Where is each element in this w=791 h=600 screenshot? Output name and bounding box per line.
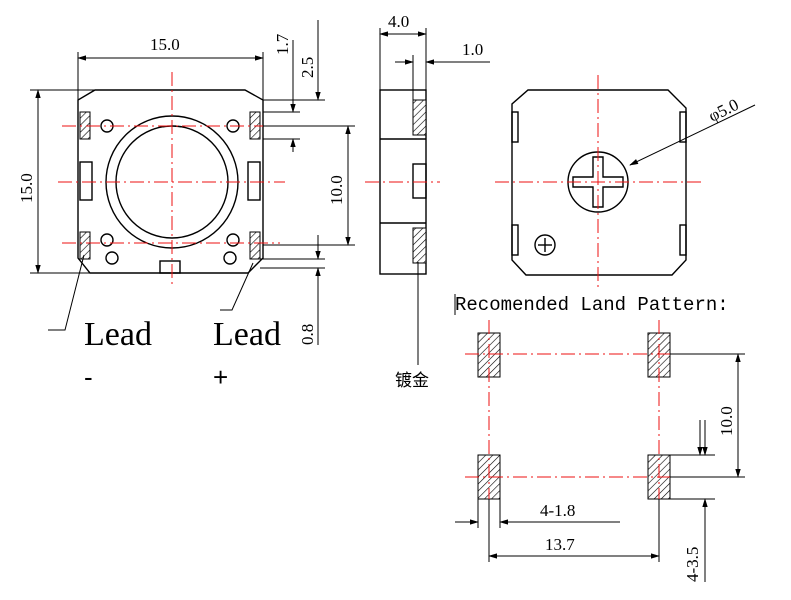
- side-lead-bottom: [412, 227, 427, 264]
- plating-note: 镀金: [395, 371, 429, 391]
- height-dimension: 15.0: [17, 173, 36, 203]
- side-view: 4.0 1.0 镀金: [365, 12, 490, 391]
- lead-right-sign: +: [213, 362, 228, 392]
- thickness-dimension: 4.0: [388, 12, 409, 31]
- top-view: φ5.0: [495, 75, 756, 290]
- width-dimension: 15.0: [150, 35, 180, 54]
- pitch-dimension: 10.0: [327, 175, 346, 205]
- bottom-notch: [159, 260, 181, 274]
- right-slot: [247, 161, 261, 201]
- cross-slot: [572, 156, 624, 208]
- pad-width-dimension: 4-1.8: [540, 501, 575, 520]
- lead-left-sign: -: [84, 362, 93, 392]
- left-slot: [79, 161, 93, 201]
- dimension-0-8: 0.8: [298, 324, 317, 345]
- land-pattern-title: Recomended Land Pattern:: [455, 294, 729, 316]
- land-vertical-pitch: 10.0: [717, 406, 736, 436]
- mark-circle-bl: [105, 251, 119, 265]
- side-slot: [412, 163, 427, 199]
- dimension-2-5: 2.5: [298, 57, 317, 78]
- lead-bottom-right: [249, 231, 261, 260]
- horizontal-pitch-dimension: 13.7: [545, 535, 575, 554]
- front-view: 15.0 15.0 1.7 2.5 10.0 0.8 Lead - Lead +: [17, 20, 355, 392]
- hole-bottom-left: [100, 233, 114, 247]
- dimension-1-7: 1.7: [273, 33, 292, 55]
- mark-circle-br: [223, 251, 237, 265]
- pad-length-dimension: 4-3.5: [683, 547, 702, 582]
- lead-bottom-left: [79, 231, 91, 260]
- hole-bottom-right: [226, 233, 240, 247]
- top-body-outline: [511, 89, 687, 276]
- side-lead-top: [412, 99, 427, 136]
- lead-right-label: Lead: [213, 316, 281, 353]
- lead-thickness-dimension: 1.0: [462, 40, 483, 59]
- land-pattern: Recomended Land Pattern: 10.0 4-1.8 13.7: [454, 294, 745, 582]
- hole-diameter-dimension: φ5.0: [705, 95, 741, 126]
- polarity-mark-circle: [534, 234, 556, 256]
- lead-left-label: Lead: [84, 316, 152, 353]
